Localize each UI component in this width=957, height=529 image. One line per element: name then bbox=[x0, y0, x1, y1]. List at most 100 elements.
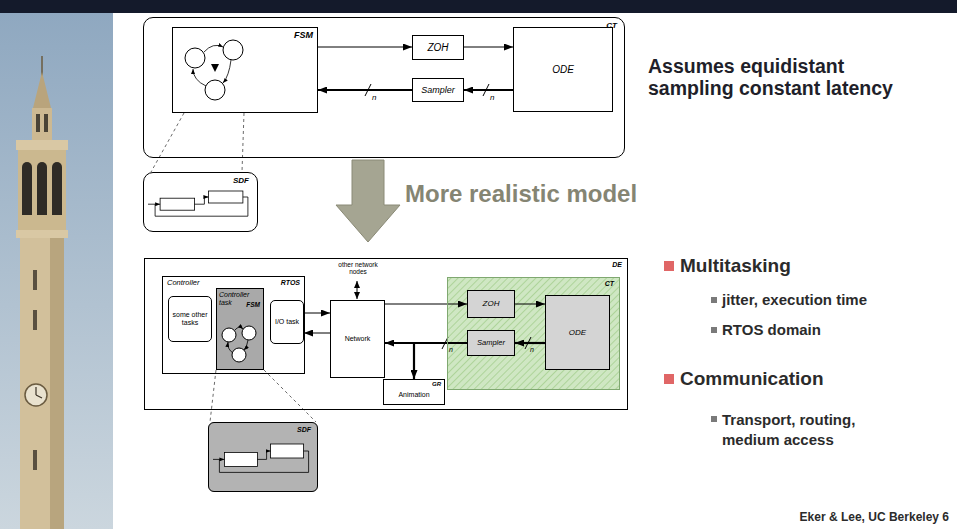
node-label: Controller bbox=[167, 279, 200, 288]
transition-arrow bbox=[195, 197, 209, 204]
domain-box: DEControllerRTOSsome other tasksControll… bbox=[144, 258, 628, 410]
signal-arrow bbox=[515, 342, 545, 344]
transition-arrow bbox=[228, 342, 233, 353]
box-fill bbox=[545, 295, 610, 370]
width-slash bbox=[483, 84, 489, 96]
node-label: ZOH bbox=[483, 299, 500, 308]
box-fill bbox=[467, 330, 515, 356]
zoh-block: ZOH bbox=[412, 35, 464, 60]
box-fill bbox=[208, 422, 318, 492]
box-fill bbox=[383, 379, 445, 405]
signal-arrow bbox=[318, 47, 412, 48]
actor-wire bbox=[213, 459, 219, 460]
node-label: some other tasks bbox=[172, 311, 208, 327]
box-fill bbox=[330, 300, 385, 378]
actor-wire bbox=[148, 204, 155, 205]
state-circle bbox=[222, 328, 236, 342]
actor-block bbox=[160, 198, 195, 210]
transition-arrow bbox=[193, 69, 206, 86]
node-label: SDF bbox=[297, 426, 311, 434]
state-circle bbox=[205, 80, 225, 100]
sampler-block: Sampler bbox=[467, 330, 515, 356]
node-label: FSM bbox=[294, 30, 313, 40]
box-fills bbox=[162, 276, 620, 492]
signal-arrow bbox=[464, 89, 513, 91]
network-box: Network bbox=[330, 300, 385, 378]
zoom-lines bbox=[151, 113, 316, 422]
zoom-line bbox=[151, 113, 184, 172]
domain-box: CT FSM ZOH Sampler ODE bbox=[143, 17, 625, 158]
node-label: CT bbox=[606, 21, 617, 30]
network-link-arrow bbox=[357, 281, 358, 299]
actor-block bbox=[271, 444, 304, 458]
zoom-line bbox=[242, 113, 244, 172]
box-fill bbox=[216, 288, 264, 370]
animation-box: AnimationGR bbox=[383, 379, 445, 405]
node-label: RTOS bbox=[281, 279, 300, 287]
top-bar bbox=[0, 0, 957, 13]
bullet-heading: Multitasking bbox=[680, 255, 791, 277]
transition-arrow bbox=[204, 45, 223, 52]
state-machine bbox=[173, 28, 319, 114]
node-label: ODE bbox=[569, 328, 586, 337]
state-circle bbox=[185, 48, 205, 68]
sdf-actors bbox=[209, 423, 319, 493]
signal-arrow bbox=[464, 47, 513, 48]
task-box: Controller taskFSM bbox=[216, 288, 264, 370]
ode-block: ODE bbox=[545, 295, 610, 370]
state-circle bbox=[242, 326, 256, 340]
bullet-item: jitter, execution time bbox=[722, 291, 867, 308]
task-box: some other tasks bbox=[168, 296, 212, 342]
bullet-item: Transport, routing, medium access bbox=[722, 410, 897, 449]
width-mark: n bbox=[490, 93, 494, 102]
box-fill bbox=[447, 277, 620, 390]
node-label: SDF bbox=[233, 176, 249, 185]
node-label: ODE bbox=[552, 64, 574, 76]
node-label: CT bbox=[605, 280, 614, 288]
node-label: Animation bbox=[398, 391, 429, 399]
state-marker bbox=[211, 64, 219, 72]
down-arrow bbox=[336, 160, 400, 242]
transition-arrow bbox=[155, 197, 248, 216]
domain-region: CT ZOH Sampler ODE bbox=[447, 277, 620, 390]
node-label: ZOH bbox=[427, 42, 448, 54]
network-note: other network nodes bbox=[332, 261, 384, 276]
signal-arrow bbox=[304, 313, 330, 314]
node-label: Network bbox=[345, 335, 371, 343]
node-label: Sampler bbox=[421, 85, 455, 95]
bullet-heading: Communication bbox=[680, 368, 824, 390]
bullet-item: RTOS domain bbox=[722, 321, 821, 338]
transition-arrow bbox=[235, 327, 243, 330]
node-label: DE bbox=[612, 261, 622, 269]
actor-block bbox=[208, 191, 243, 203]
note-text: Assumes equidistant sampling constant la… bbox=[648, 55, 903, 100]
signal-arrow bbox=[414, 343, 467, 379]
transition-arrow bbox=[244, 340, 248, 350]
zoh-block: ZOH bbox=[467, 290, 515, 318]
bullet-marks bbox=[664, 261, 717, 422]
sdf-box: SDF bbox=[143, 172, 258, 232]
width-mark: n bbox=[530, 346, 534, 354]
signal-arrow bbox=[318, 89, 412, 91]
signal-arrow bbox=[304, 333, 330, 334]
controller-box: Controller RTOS some other tasks Controller… bbox=[162, 276, 305, 374]
state-circle bbox=[223, 40, 243, 60]
actor-block bbox=[224, 452, 257, 466]
footer-credit: Eker & Lee, UC Berkeley 6 bbox=[800, 511, 949, 525]
task-box: I/O task bbox=[270, 300, 304, 344]
box-fill bbox=[168, 296, 212, 342]
signal-arrow bbox=[515, 304, 545, 305]
sdf-box: SDF bbox=[208, 422, 318, 492]
box-fill bbox=[162, 276, 305, 374]
sampler-block: Sampler bbox=[412, 78, 464, 102]
state-circle bbox=[232, 348, 246, 362]
width-mark: n bbox=[372, 93, 376, 102]
node-label: I/O task bbox=[274, 318, 300, 326]
zoom-line bbox=[210, 370, 216, 422]
box-fill bbox=[270, 300, 304, 344]
node-label: Sampler bbox=[477, 339, 505, 348]
campanile-photo bbox=[0, 13, 113, 529]
fsm-box: FSM bbox=[172, 27, 318, 113]
signal-arrow bbox=[385, 304, 467, 305]
